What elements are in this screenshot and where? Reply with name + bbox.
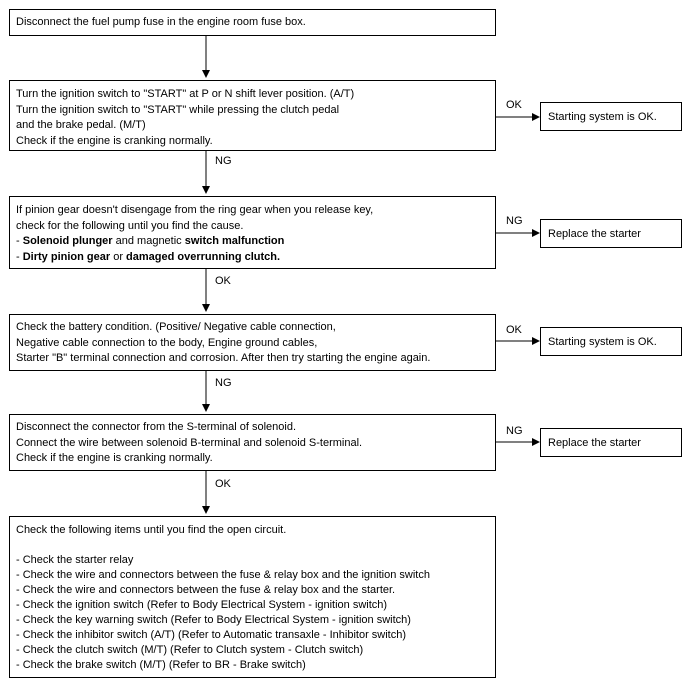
step-1-text: Disconnect the fuel pump fuse in the eng…	[16, 15, 306, 28]
step-2-line: and the brake pedal. (M/T)	[16, 119, 146, 131]
step-2-line: Turn the ignition switch to "START" at P…	[16, 88, 355, 100]
step-5-line: Disconnect the connector from the S-term…	[16, 421, 297, 433]
step-4-box: Check the battery condition. (Positive/ …	[9, 314, 496, 371]
label-side-ng: NG	[506, 215, 523, 227]
result-box-step-2: Starting system is OK.	[540, 102, 682, 131]
result-text: Replace the starter	[548, 436, 641, 449]
switch-malfunction-text: switch malfunction	[184, 235, 285, 247]
label-side-ng: NG	[506, 425, 523, 437]
result-box-step-4: Starting system is OK.	[540, 327, 682, 356]
step-3-box: If pinion gear doesn't disengage from th…	[9, 196, 496, 269]
step-6-item: - Check the wire and connectors between …	[16, 584, 396, 596]
step-3-line: - Dirty pinion gear or damaged overrunni…	[16, 250, 495, 266]
label-down-ng: NG	[215, 377, 232, 389]
label-down-ng: NG	[215, 155, 232, 167]
step-6-item: - Check the brake switch (M/T) (Refer to…	[16, 659, 306, 671]
overrunning-clutch-text: damaged overrunning clutch.	[126, 250, 281, 263]
step-6-item: - Check the clutch switch (M/T) (Refer t…	[16, 644, 364, 656]
step-6-intro: Check the following items until you find…	[16, 524, 287, 536]
step-6-item: - Check the starter relay	[16, 554, 134, 566]
step-3-line: - Solenoid plunger and magnetic switch m…	[16, 234, 495, 250]
label-down-ok: OK	[215, 478, 231, 490]
label-side-ok: OK	[506, 324, 522, 336]
step-3-mid: and magnetic	[112, 235, 185, 247]
step-5-box: Disconnect the connector from the S-term…	[9, 414, 496, 471]
result-text: Starting system is OK.	[548, 110, 657, 123]
step-4-line: Check the battery condition. (Positive/ …	[16, 321, 336, 333]
step-6-item: - Check the key warning switch (Refer to…	[16, 614, 411, 626]
solenoid-plunger-text: Solenoid plunger	[22, 235, 113, 247]
step-3-prefix: -	[16, 235, 23, 247]
step-4-line: Negative cable connection to the body, E…	[16, 336, 318, 349]
step-3-mid: or	[110, 250, 127, 263]
spacer	[16, 538, 495, 553]
step-3-line: check for the following until you find t…	[16, 219, 244, 232]
step-4-line: Starter "B" terminal connection and corr…	[16, 352, 431, 364]
label-down-ok: OK	[215, 275, 231, 287]
step-2-line: Turn the ignition switch to "START" whil…	[16, 103, 340, 116]
step-6-box: Check the following items until you find…	[9, 516, 496, 678]
result-box-step-5: Replace the starter	[540, 428, 682, 457]
step-5-line: Connect the wire between solenoid B-term…	[16, 436, 363, 449]
step-3-line: If pinion gear doesn't disengage from th…	[16, 204, 374, 216]
step-2-box: Turn the ignition switch to "START" at P…	[9, 80, 496, 151]
step-6-item: - Check the ignition switch (Refer to Bo…	[16, 599, 388, 611]
dirty-pinion-text: Dirty pinion gear	[22, 250, 111, 263]
result-text: Starting system is OK.	[548, 335, 657, 348]
step-3-prefix: -	[16, 250, 23, 263]
step-1-box: Disconnect the fuel pump fuse in the eng…	[9, 9, 496, 36]
step-2-line: Check if the engine is cranking normally…	[16, 134, 213, 147]
result-box-step-3: Replace the starter	[540, 219, 682, 248]
result-text: Replace the starter	[548, 227, 641, 240]
step-6-item: - Check the wire and connectors between …	[16, 569, 430, 581]
step-5-line: Check if the engine is cranking normally…	[16, 452, 213, 464]
step-6-item: - Check the inhibitor switch (A/T) (Refe…	[16, 629, 407, 641]
label-side-ok: OK	[506, 99, 522, 111]
